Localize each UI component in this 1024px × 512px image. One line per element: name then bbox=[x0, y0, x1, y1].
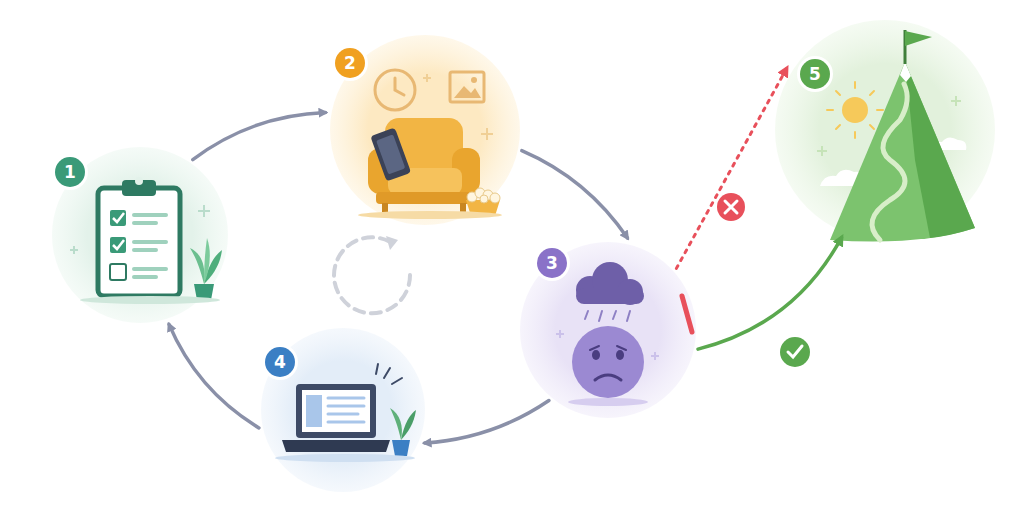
step-number: 5 bbox=[800, 59, 830, 89]
step-circle: 5 bbox=[775, 20, 995, 240]
step-number: 1 bbox=[55, 157, 85, 187]
flow-arrow bbox=[522, 151, 628, 239]
flow-arrow bbox=[698, 238, 842, 350]
flow-arrow bbox=[169, 324, 259, 428]
step-number: 4 bbox=[265, 347, 295, 377]
step-circle: 4 bbox=[261, 328, 425, 492]
step-circle: 2 bbox=[330, 35, 520, 225]
step-number: 2 bbox=[335, 48, 365, 78]
flow-arrow bbox=[676, 69, 786, 269]
flow-arrow bbox=[425, 401, 549, 444]
flow-arrow bbox=[193, 113, 326, 160]
step-number: 3 bbox=[537, 248, 567, 278]
step-circle: 1 bbox=[52, 147, 228, 323]
step-circle: 3 bbox=[520, 242, 696, 418]
